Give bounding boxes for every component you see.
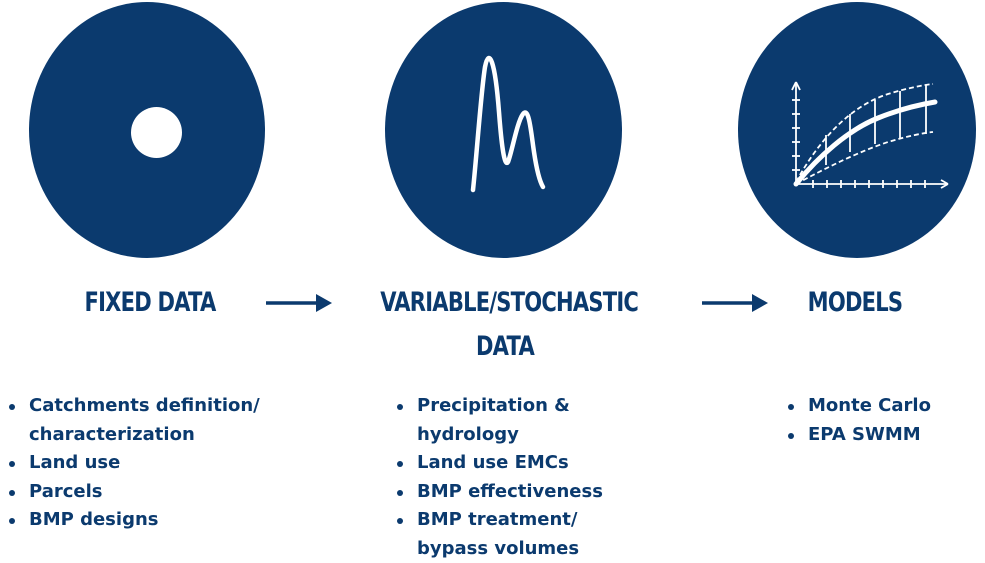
wave-icon xyxy=(385,2,622,258)
list-item: EPA SWMM xyxy=(783,421,931,450)
dot-icon xyxy=(131,107,182,158)
list-item: Land use EMCs xyxy=(392,449,603,478)
variable-data-circle xyxy=(385,2,622,258)
list-item: Land use xyxy=(4,449,260,478)
list-item: BMP effectiveness xyxy=(392,478,603,507)
list-item: BMP treatment/ xyxy=(392,506,603,535)
models-heading: MODELS xyxy=(793,280,918,325)
list-item: BMP designs xyxy=(4,506,260,535)
variable-data-heading-line1: VARIABLE/STOCHASTIC xyxy=(380,280,630,325)
list-item: Catchments definition/ xyxy=(4,392,260,421)
list-item: Monte Carlo xyxy=(783,392,931,421)
fixed-data-circle xyxy=(29,2,265,258)
models-circle xyxy=(738,2,976,258)
list-item: characterization xyxy=(4,421,260,450)
list-item: Parcels xyxy=(4,478,260,507)
list-item: hydrology xyxy=(392,421,603,450)
variable-data-heading-line2: DATA xyxy=(380,324,630,369)
fixed-data-heading: FIXED DATA xyxy=(72,280,228,325)
arrow-right-icon xyxy=(264,288,334,318)
arrow-right-icon xyxy=(700,288,770,318)
graph-icon xyxy=(738,2,976,258)
list-item: Precipitation & xyxy=(392,392,603,421)
